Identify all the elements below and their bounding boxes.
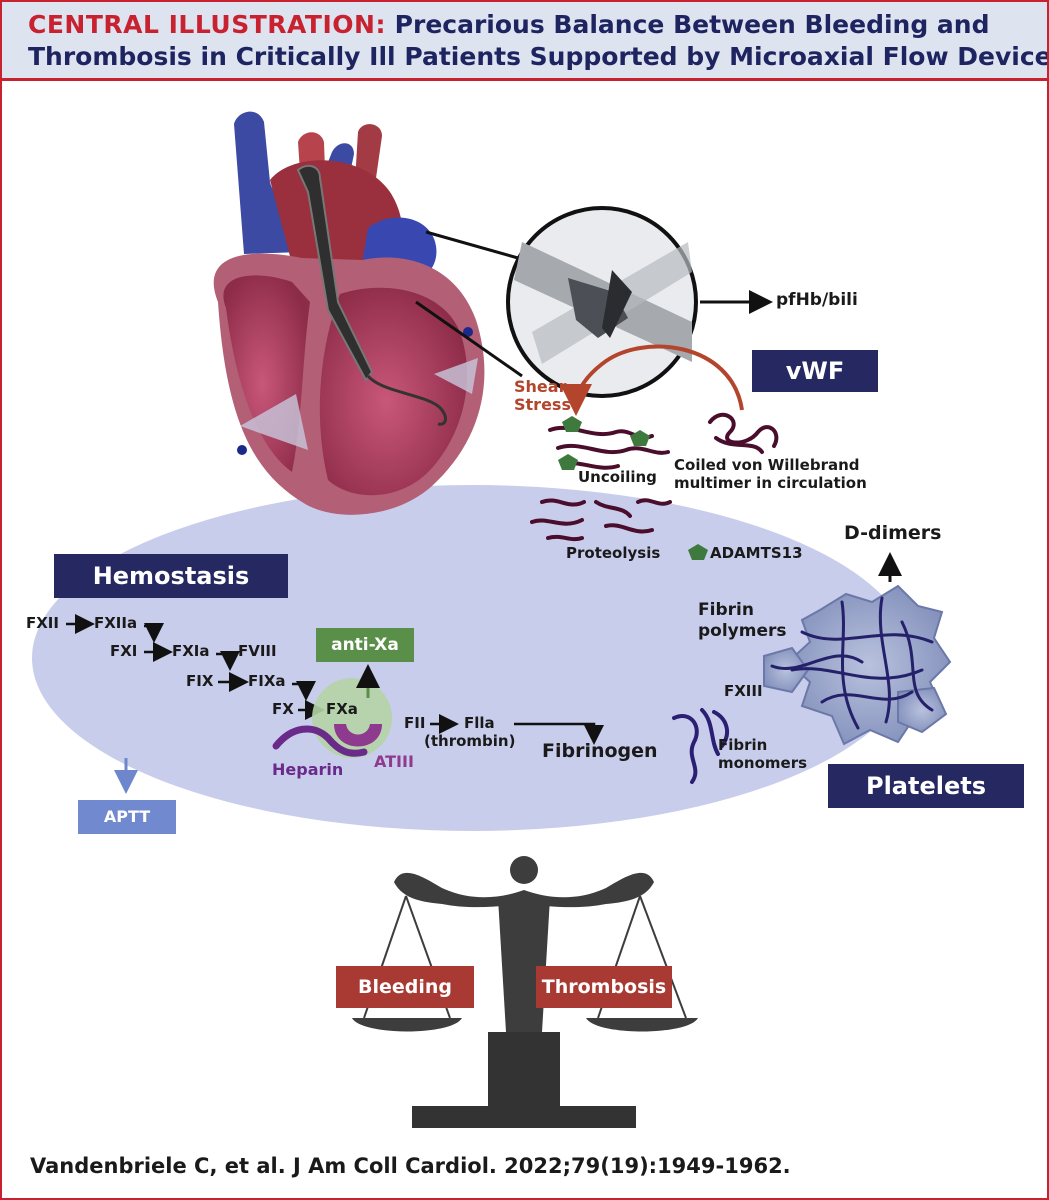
- vwf-pentagons: [558, 416, 650, 470]
- adamts13-pentagon: [688, 544, 708, 560]
- fxa-label: FXa: [326, 700, 358, 718]
- fxia-label: FXIa: [172, 642, 210, 660]
- platelet-fibrin-clot: [763, 584, 952, 746]
- fx-label: FX: [272, 700, 294, 718]
- figure-title-line-1: CENTRAL ILLUSTRATION: Precarious Balance…: [28, 10, 990, 40]
- heparin-strand: [272, 725, 368, 757]
- figure-header: CENTRAL ILLUSTRATION: Precarious Balance…: [2, 2, 1047, 81]
- d-dimers-label: D-dimers: [844, 522, 942, 544]
- aptt-box: APTT: [78, 800, 176, 834]
- central-illustration-kicker: CENTRAL ILLUSTRATION:: [28, 10, 386, 39]
- uncoiling-label: Uncoiling: [578, 468, 657, 486]
- proteolysis-label: Proteolysis: [566, 544, 661, 562]
- anti-xa-box: anti-Xa: [316, 628, 414, 662]
- fxii-label: FXII: [26, 614, 59, 632]
- heparin-label: Heparin: [272, 760, 344, 779]
- fibrin-polymers-line-2: polymers: [698, 621, 787, 641]
- fxiia-label: FXIIa: [94, 614, 138, 632]
- balance-scale: [352, 856, 698, 1128]
- coagulation-cascade-arrows: [66, 614, 604, 745]
- platelets-box: Platelets: [828, 764, 1024, 808]
- fibrin-polymers-label: Fibrin polymers: [698, 600, 787, 642]
- fibrin-polymers-line-1: Fibrin: [698, 600, 754, 620]
- atiii-label: ATIII: [374, 752, 414, 771]
- adamts13-label: ADAMTS13: [710, 544, 803, 562]
- vwf-box: vWF: [752, 350, 878, 392]
- shear-word: Shear: [514, 377, 567, 396]
- fviii-label: FVIII: [238, 642, 277, 660]
- fix-label: FIX: [186, 672, 214, 690]
- coiled-line-2: multimer in circulation: [674, 474, 867, 492]
- coiled-vwf-label: Coiled von Willebrand multimer in circul…: [674, 456, 867, 492]
- device-magnifier: [506, 206, 698, 398]
- shear-stress-label: Shear Stress: [514, 378, 571, 414]
- pfhb-bili-label: pfHb/bili: [776, 290, 858, 310]
- citation: Vandenbriele C, et al. J Am Coll Cardiol…: [30, 1154, 791, 1178]
- heart-illustration: [213, 111, 485, 515]
- fxiii-label: FXIII: [724, 682, 763, 700]
- fxi-label: FXI: [110, 642, 138, 660]
- coiled-multimer: [708, 412, 779, 454]
- coiled-line-1: Coiled von Willebrand: [674, 456, 860, 474]
- title-part-1: Precarious Balance Between Bleeding and: [394, 10, 990, 39]
- hemostasis-box: Hemostasis: [54, 554, 288, 598]
- fibrin-monomers-line-2: monomers: [718, 754, 808, 772]
- thrombin-label: (thrombin): [424, 732, 516, 750]
- fii-label: FII: [404, 714, 426, 732]
- fibrin-monomers-line-1: Fibrin: [718, 736, 768, 754]
- atiii-shape: [334, 724, 382, 747]
- fibrin-monomers-label: Fibrin monomers: [718, 736, 807, 772]
- flla-label: Flla: [464, 714, 495, 732]
- thrombosis-box: Thrombosis: [536, 966, 672, 1008]
- title-part-2: Thrombosis in Critically Ill Patients Su…: [28, 42, 1049, 71]
- stress-word: Stress: [514, 395, 571, 414]
- fibrin-monomer-strands: [672, 708, 730, 784]
- fibrinogen-label: Fibrinogen: [542, 740, 658, 762]
- fixa-label: FIXa: [248, 672, 286, 690]
- bleeding-box: Bleeding: [336, 966, 474, 1008]
- proteolysis-fragments: [530, 498, 672, 542]
- fxa-complex-circle: [312, 678, 392, 758]
